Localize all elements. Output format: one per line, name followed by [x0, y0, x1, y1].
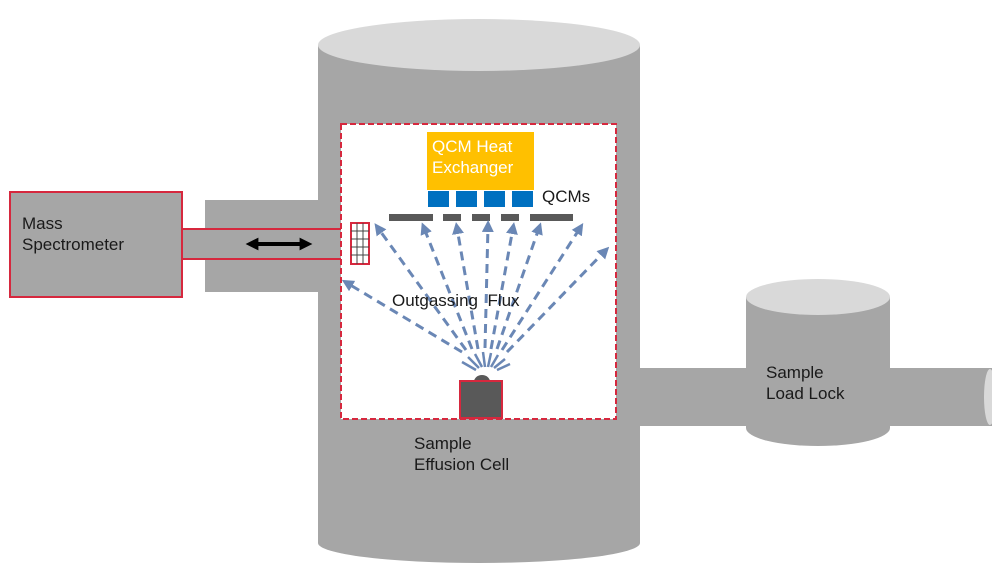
sample-load-lock-label-line2: Load Lock [766, 384, 845, 403]
mass-spectrometer-label-line1: Mass [22, 214, 63, 233]
sample-effusion-cell [459, 380, 503, 419]
qcm-heat-exchanger [427, 132, 534, 190]
outgassing-flux-label: Outgassing Flux [392, 291, 520, 310]
sample-load-lock-label: Sample Load Lock [766, 362, 844, 404]
mass-spectrometer-box [9, 191, 183, 298]
sample-effusion-cell-label-line1: Sample [414, 434, 472, 453]
qcms-label: QCMs [542, 187, 591, 206]
sample-effusion-cell-label: Sample Effusion Cell [414, 433, 509, 475]
sample-effusion-cell-label-line2: Effusion Cell [414, 455, 510, 474]
mass-spectrometer-label: Mass Spectrometer [22, 213, 124, 255]
sample-load-lock-label-line1: Sample [766, 363, 824, 382]
qcm-sensor [456, 191, 477, 207]
qcm-heat-exchanger-label: QCM Heat Exchanger [432, 136, 513, 178]
qcm-sensor [484, 191, 505, 207]
qcm-sensor [428, 191, 449, 207]
emission-fan [461, 351, 511, 372]
ionizer-grid [350, 222, 370, 265]
qcm-sensor [512, 191, 533, 207]
mass-spectrometer-label-line2: Spectrometer [22, 235, 125, 254]
qcm-heat-exchanger-label-line2: Exchanger [432, 158, 514, 177]
sample-load-lock [746, 279, 890, 446]
qcm-sensors [428, 191, 533, 207]
qcm-heat-exchanger-label-line1: QCM Heat [432, 137, 513, 156]
qcm-bars [389, 214, 573, 221]
flux-arrows [341, 220, 610, 354]
